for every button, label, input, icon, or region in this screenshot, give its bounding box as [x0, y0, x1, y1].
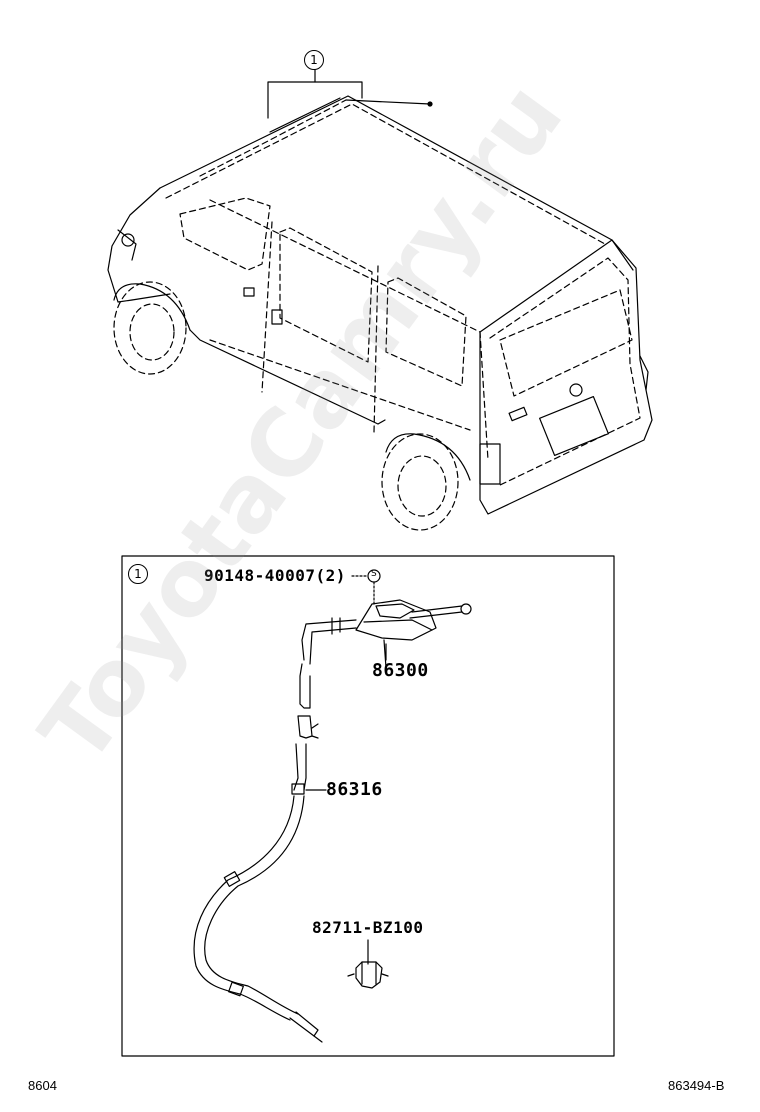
cable-86316: [193, 663, 327, 1043]
footer-left-code: 8604: [28, 1078, 57, 1093]
antenna-base-86300: [301, 569, 472, 669]
van-illustration: [107, 69, 653, 531]
part-number-screw: 90148-40007(2): [204, 566, 346, 585]
part-number-clip: 82711-BZ100: [312, 918, 424, 937]
callout-marker-detail: 1: [128, 564, 148, 584]
detail-box-frame: [121, 555, 615, 1057]
part-number-antenna: 86300: [372, 660, 429, 681]
footer-right-code: 863494-B: [668, 1078, 725, 1093]
clip-82711-BZ100: [347, 939, 389, 989]
screw-marker-letter: S: [371, 569, 378, 579]
callout-marker-top: 1: [304, 50, 324, 70]
part-number-cable: 86316: [326, 779, 383, 800]
